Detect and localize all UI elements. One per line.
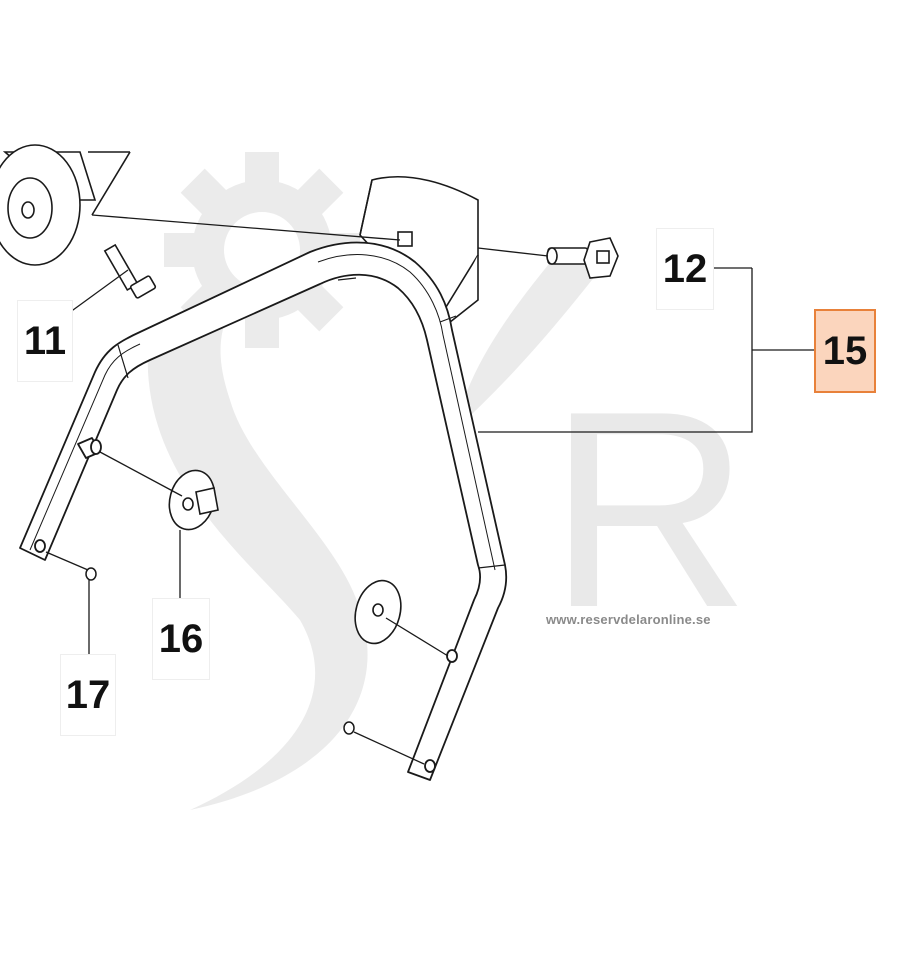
part-label-15[interactable]: 15: [814, 309, 876, 393]
handle-mount-plate: [359, 176, 479, 331]
watermark-letter: R: [548, 354, 750, 666]
part-label-16[interactable]: 16: [152, 598, 210, 680]
left-mount-hole: [34, 539, 46, 553]
part-12-bolt-and-nut: [546, 237, 619, 279]
leader-lines: [45, 214, 814, 765]
part-15-handle-frame: [19, 241, 508, 781]
part-11-wheel-assembly: [0, 144, 157, 299]
right-washer: [354, 579, 402, 645]
part-label-12[interactable]: 12: [656, 228, 714, 310]
watermark-swoosh: [147, 310, 368, 810]
part-11-bolt: [103, 243, 157, 299]
part-label-17[interactable]: 17: [60, 654, 116, 736]
part-16-washer-clip: [168, 469, 219, 531]
right-mount-hole: [424, 759, 436, 773]
watermark-swoosh-right: [455, 250, 600, 430]
part-17-nuts: [85, 567, 355, 735]
part-15-highlight-fill: [815, 310, 875, 392]
right-stud: [446, 649, 458, 663]
left-stud: [77, 437, 102, 459]
part-label-11[interactable]: 11: [17, 300, 73, 382]
watermark-url: www.reservdelaronline.se: [546, 612, 711, 627]
